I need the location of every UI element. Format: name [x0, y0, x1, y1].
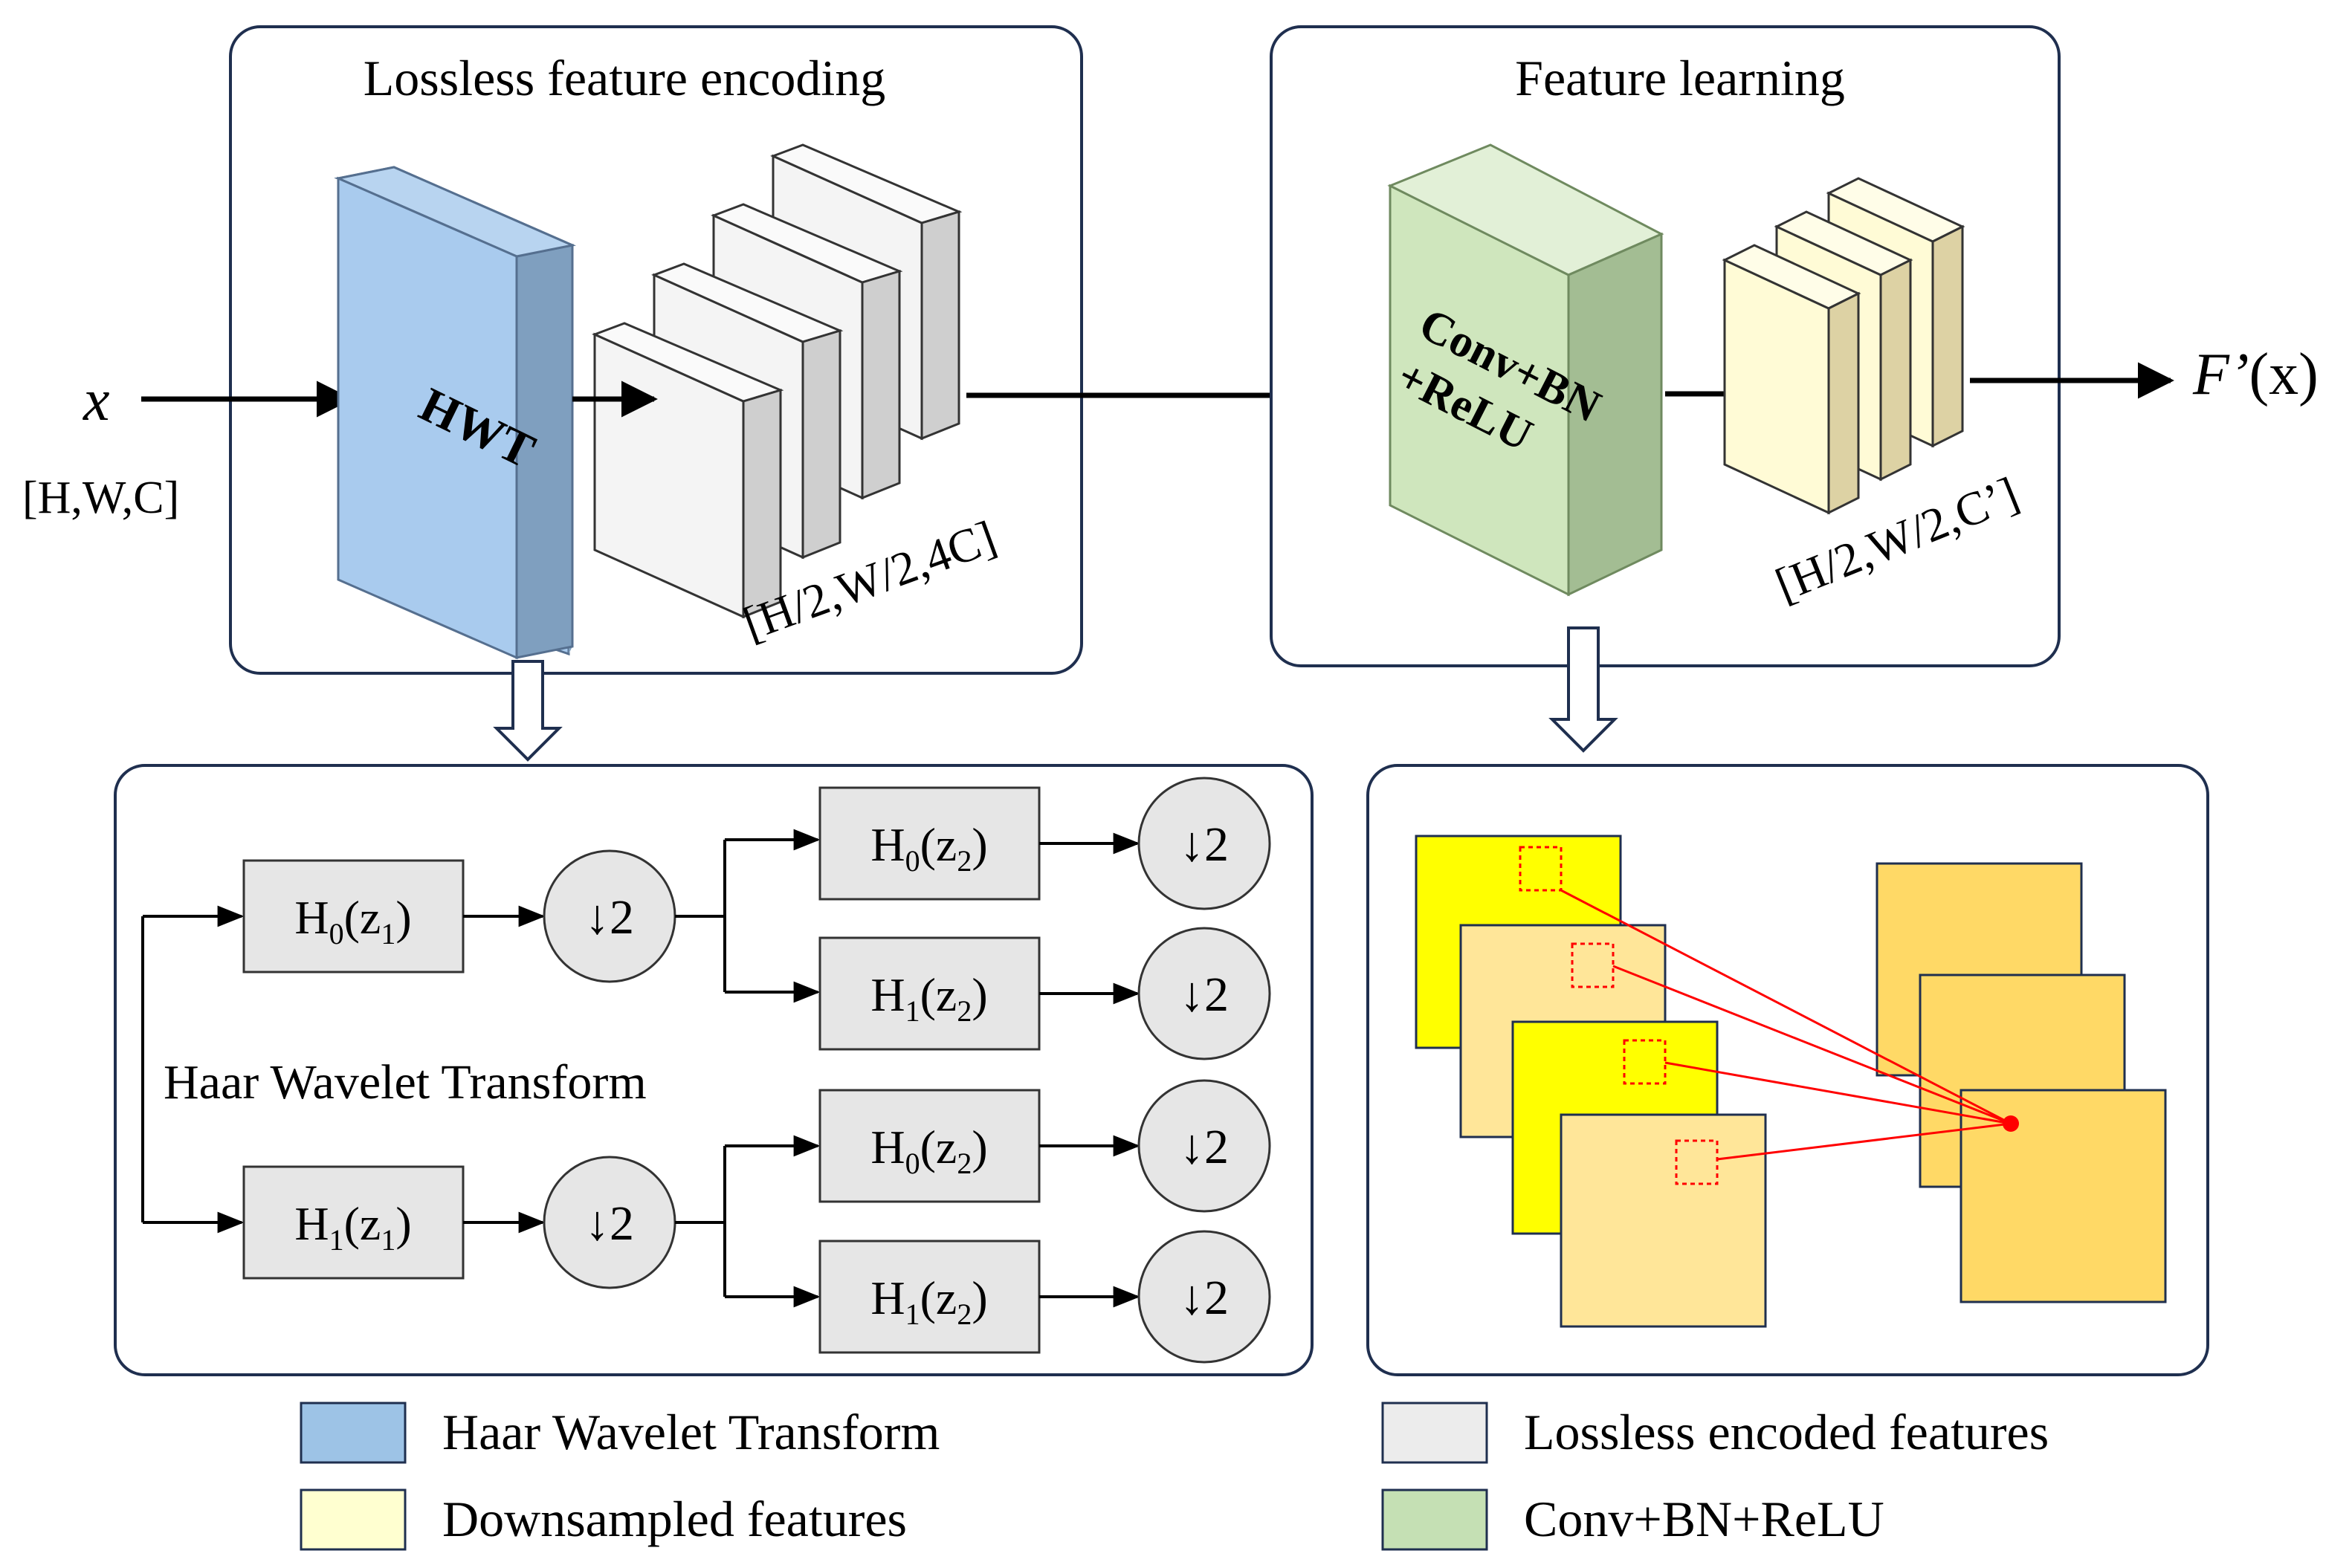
expand-arrow-left [493, 660, 563, 762]
svg-text:↓2: ↓2 [585, 890, 634, 945]
svg-text:Conv+BN+ReLU: Conv+BN+ReLU [1524, 1491, 1884, 1547]
svg-text:H0(z1): H0(z1) [294, 891, 411, 950]
legend-item-haar: Haar Wavelet Transform [300, 1402, 940, 1464]
downsample-stage2-4: ↓2 [1137, 1230, 1271, 1364]
svg-text:H0(z2): H0(z2) [870, 1121, 987, 1180]
input-feature-maps [1415, 835, 1767, 1328]
downsample-stage2-3: ↓2 [1137, 1079, 1271, 1213]
legend-item-downsampled: Downsampled features [300, 1488, 907, 1551]
svg-text:H1(z2): H1(z2) [870, 1271, 987, 1331]
filter-h0-z2-top: H0(z2) [818, 786, 1041, 901]
svg-text:H0(z2): H0(z2) [870, 818, 987, 878]
svg-text:↓2: ↓2 [585, 1196, 634, 1251]
hwt-block [334, 166, 576, 660]
svg-text:↓2: ↓2 [1180, 968, 1229, 1022]
svg-text:↓2: ↓2 [1180, 817, 1229, 872]
filter-h0-z1: H0(z1) [242, 859, 465, 973]
output-symbol-x: (x) [2249, 342, 2319, 407]
connection-lines [1560, 889, 2012, 1161]
legend-item-conv: Conv+BN+ReLU [1381, 1488, 1884, 1551]
downsample-stage2-2: ↓2 [1137, 927, 1271, 1060]
svg-text:↓2: ↓2 [1180, 1120, 1229, 1174]
encoding-panel-title: Lossless feature encoding [364, 50, 885, 106]
input-shape: [H,W,C] [22, 473, 179, 523]
downsample-stage1-top: ↓2 [543, 849, 676, 983]
svg-text:H1(z1): H1(z1) [294, 1197, 411, 1257]
output-symbol: F’(x) [2192, 342, 2319, 407]
input-symbol: x [83, 368, 110, 433]
filter-h1-z2-top: H1(z2) [818, 936, 1041, 1051]
svg-text:Downsampled features: Downsampled features [442, 1491, 907, 1547]
filter-h1-z2-bottom: H1(z2) [818, 1240, 1041, 1354]
conv-block [1387, 143, 1664, 597]
downsample-stage1-bottom: ↓2 [543, 1156, 676, 1289]
downsampled-features-stack [1722, 177, 1965, 515]
downsample-stage2-1: ↓2 [1137, 777, 1271, 910]
filter-h0-z2-bottom: H0(z2) [818, 1089, 1041, 1203]
learning-panel-title: Feature learning [1515, 50, 1845, 106]
receptive-field-boxes [1519, 846, 1719, 1185]
svg-text:Lossless encoded features: Lossless encoded features [1524, 1404, 2049, 1460]
legend: Haar Wavelet Transform Lossless encoded … [300, 1402, 2049, 1551]
svg-text:↓2: ↓2 [1180, 1271, 1229, 1325]
svg-text:Haar Wavelet Transform: Haar Wavelet Transform [442, 1404, 940, 1460]
filter-h1-z1: H1(z1) [242, 1165, 465, 1280]
output-pixel-dot [2003, 1115, 2019, 1132]
svg-text:H1(z2): H1(z2) [870, 968, 987, 1028]
encoded-features-stack [592, 143, 963, 619]
output-symbol-f: F’ [2192, 342, 2249, 407]
haar-panel-title: Haar Wavelet Transform [164, 1055, 647, 1109]
expand-arrow-right [1548, 626, 1618, 753]
legend-item-lossless: Lossless encoded features [1381, 1402, 2049, 1464]
